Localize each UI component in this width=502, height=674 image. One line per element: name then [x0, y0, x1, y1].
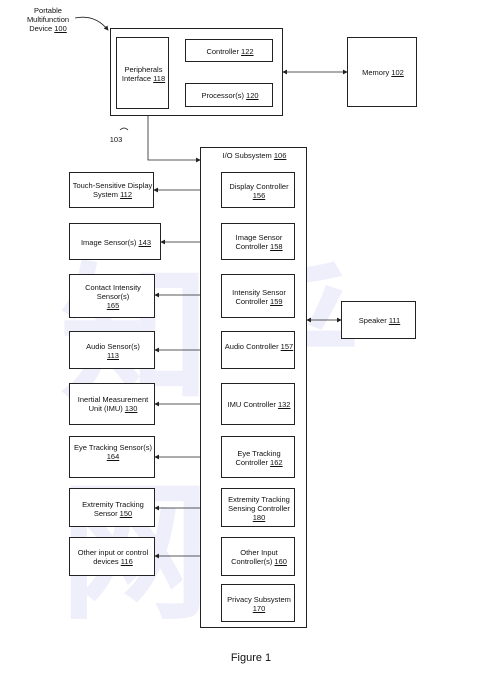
imu-label: Inertial Measurement Unit (IMU) 130	[72, 395, 154, 413]
contact-intensity-box: Contact Intensity Sensor(s) 165	[69, 274, 155, 318]
row-right-text: Extremity Tracking Sensing Controller	[228, 495, 290, 513]
privacy-label-text: Privacy Subsystem	[227, 595, 291, 604]
eye-tracking-controller-label: Eye Tracking Controller 162	[224, 449, 294, 467]
privacy-ref: 170	[252, 604, 266, 613]
imu-controller-label: IMU Controller 132	[224, 400, 294, 409]
device-ref: 100	[54, 24, 67, 33]
image-sensor-controller-label: Image Sensor Controller 158	[224, 233, 294, 251]
row-right-ref: 132	[277, 400, 291, 409]
row-right-ref: 159	[270, 297, 283, 306]
row-right-text: Other Input Controller(s)	[231, 548, 278, 566]
device-label: Portable Multifunction Device 100	[18, 6, 78, 33]
row-right-text: Image Sensor Controller	[235, 233, 283, 251]
controller-ref: 122	[241, 47, 254, 56]
processor-ref: 120	[246, 91, 259, 100]
io-label-text: I/O Subsystem	[222, 151, 272, 160]
touch-display-label: Touch-Sensitive Display System 112	[72, 181, 153, 199]
row-left-text: Other input or control devices	[77, 548, 149, 566]
intensity-sensor-controller-label: Intensity Sensor Controller 159	[224, 288, 294, 306]
io-ref: 106	[273, 151, 287, 160]
display-controller-label: Display Controller 156	[224, 182, 294, 200]
speaker-box: Speaker 111	[341, 301, 416, 339]
row-left-ref: 116	[120, 557, 133, 566]
extremity-tracking-sensor-label: Extremity Tracking Sensor 150	[72, 500, 154, 518]
controller-box: Controller 122	[185, 39, 273, 62]
io-subsystem-label: I/O Subsystem 106	[201, 151, 308, 160]
row-right-text: Intensity Sensor Controller	[232, 288, 286, 306]
bus-ref: 103	[109, 135, 123, 144]
processor-label: Processor(s) 120	[186, 91, 274, 100]
eye-tracking-sensor-box: Eye Tracking Sensor(s) 164	[69, 436, 155, 478]
memory-box: Memory 102	[347, 37, 417, 107]
speaker-ref: 111	[388, 316, 401, 325]
controller-label-text: Controller	[206, 47, 239, 56]
other-input-controller-box: Other Input Controller(s) 160	[221, 537, 295, 576]
extremity-tracking-controller-box: Extremity Tracking Sensing Controller 18…	[221, 488, 295, 527]
intensity-sensor-controller-box: Intensity Sensor Controller 159	[221, 274, 295, 318]
imu-controller-box: IMU Controller 132	[221, 383, 295, 425]
peripherals-ref: 118	[153, 74, 166, 83]
row-right-ref: 156	[252, 191, 266, 200]
row-left-ref: 143	[138, 238, 152, 247]
row-left-text: Inertial Measurement Unit (IMU)	[77, 395, 149, 413]
row-right-ref: 160	[274, 557, 287, 566]
memory-label: Memory 102	[348, 68, 418, 77]
row-left-ref: 113	[107, 351, 119, 360]
eye-tracking-controller-box: Eye Tracking Controller 162	[221, 436, 295, 478]
other-input-devices-box: Other input or control devices 116	[69, 537, 155, 576]
image-sensor-controller-box: Image Sensor Controller 158	[221, 223, 295, 260]
row-left-text: Extremity Tracking Sensor	[82, 500, 144, 518]
row-left-ref: 164	[106, 452, 120, 461]
contact-intensity-label: Contact Intensity Sensor(s) 165	[72, 283, 154, 310]
audio-controller-label: Audio Controller 157	[224, 342, 294, 351]
peripherals-label-text: Peripherals Interface	[121, 65, 163, 83]
row-right-ref: 180	[252, 513, 266, 522]
figure-caption: Figure 1	[230, 652, 272, 664]
row-right-text: Eye Tracking Controller	[235, 449, 281, 467]
eye-tracking-sensor-label: Eye Tracking Sensor(s) 164	[72, 443, 154, 461]
row-left-text: Touch-Sensitive Display System	[72, 181, 153, 199]
row-right-ref: 158	[270, 242, 283, 251]
privacy-subsystem-box: Privacy Subsystem 170	[221, 584, 295, 622]
row-left-text: Contact Intensity Sensor(s)	[85, 283, 141, 301]
row-left-text: Audio Sensor(s)	[86, 342, 140, 351]
processor-box: Processor(s) 120	[185, 83, 273, 107]
image-sensor-label: Image Sensor(s) 143	[72, 238, 160, 247]
extremity-tracking-controller-label: Extremity Tracking Sensing Controller 18…	[224, 495, 294, 522]
peripherals-interface-box: Peripherals Interface 118	[116, 37, 169, 109]
row-right-text: Audio Controller	[224, 342, 279, 351]
row-left-ref: 150	[119, 509, 133, 518]
privacy-subsystem-label: Privacy Subsystem 170	[224, 595, 294, 613]
memory-label-text: Memory	[362, 68, 390, 77]
speaker-label: Speaker 111	[342, 316, 417, 325]
other-input-controller-label: Other Input Controller(s) 160	[224, 548, 294, 566]
row-left-ref: 112	[120, 190, 133, 199]
memory-ref: 102	[391, 68, 404, 77]
audio-sensor-box: Audio Sensor(s) 113	[69, 331, 155, 369]
speaker-label-text: Speaker	[358, 316, 387, 325]
peripherals-label: Peripherals Interface 118	[117, 65, 170, 83]
processor-label-text: Processor(s)	[201, 91, 244, 100]
other-input-devices-label: Other input or control devices 116	[72, 548, 154, 566]
image-sensor-box: Image Sensor(s) 143	[69, 223, 161, 260]
audio-sensor-label: Audio Sensor(s) 113	[72, 342, 154, 360]
row-left-ref: 130	[124, 404, 138, 413]
row-left-text: Eye Tracking Sensor(s)	[74, 443, 152, 452]
controller-label: Controller 122	[186, 47, 274, 56]
extremity-tracking-sensor-box: Extremity Tracking Sensor 150	[69, 488, 155, 527]
row-right-ref: 157	[280, 342, 294, 351]
row-right-text: Display Controller	[229, 182, 289, 191]
device-label-text: Portable Multifunction Device	[26, 6, 70, 33]
imu-box: Inertial Measurement Unit (IMU) 130	[69, 383, 155, 425]
audio-controller-box: Audio Controller 157	[221, 331, 295, 369]
row-left-ref: 165	[106, 301, 120, 310]
row-right-text: IMU Controller	[227, 400, 276, 409]
row-right-ref: 162	[270, 458, 283, 467]
display-controller-box: Display Controller 156	[221, 172, 295, 208]
row-left-text: Image Sensor(s)	[80, 238, 137, 247]
touch-display-box: Touch-Sensitive Display System 112	[69, 172, 154, 208]
